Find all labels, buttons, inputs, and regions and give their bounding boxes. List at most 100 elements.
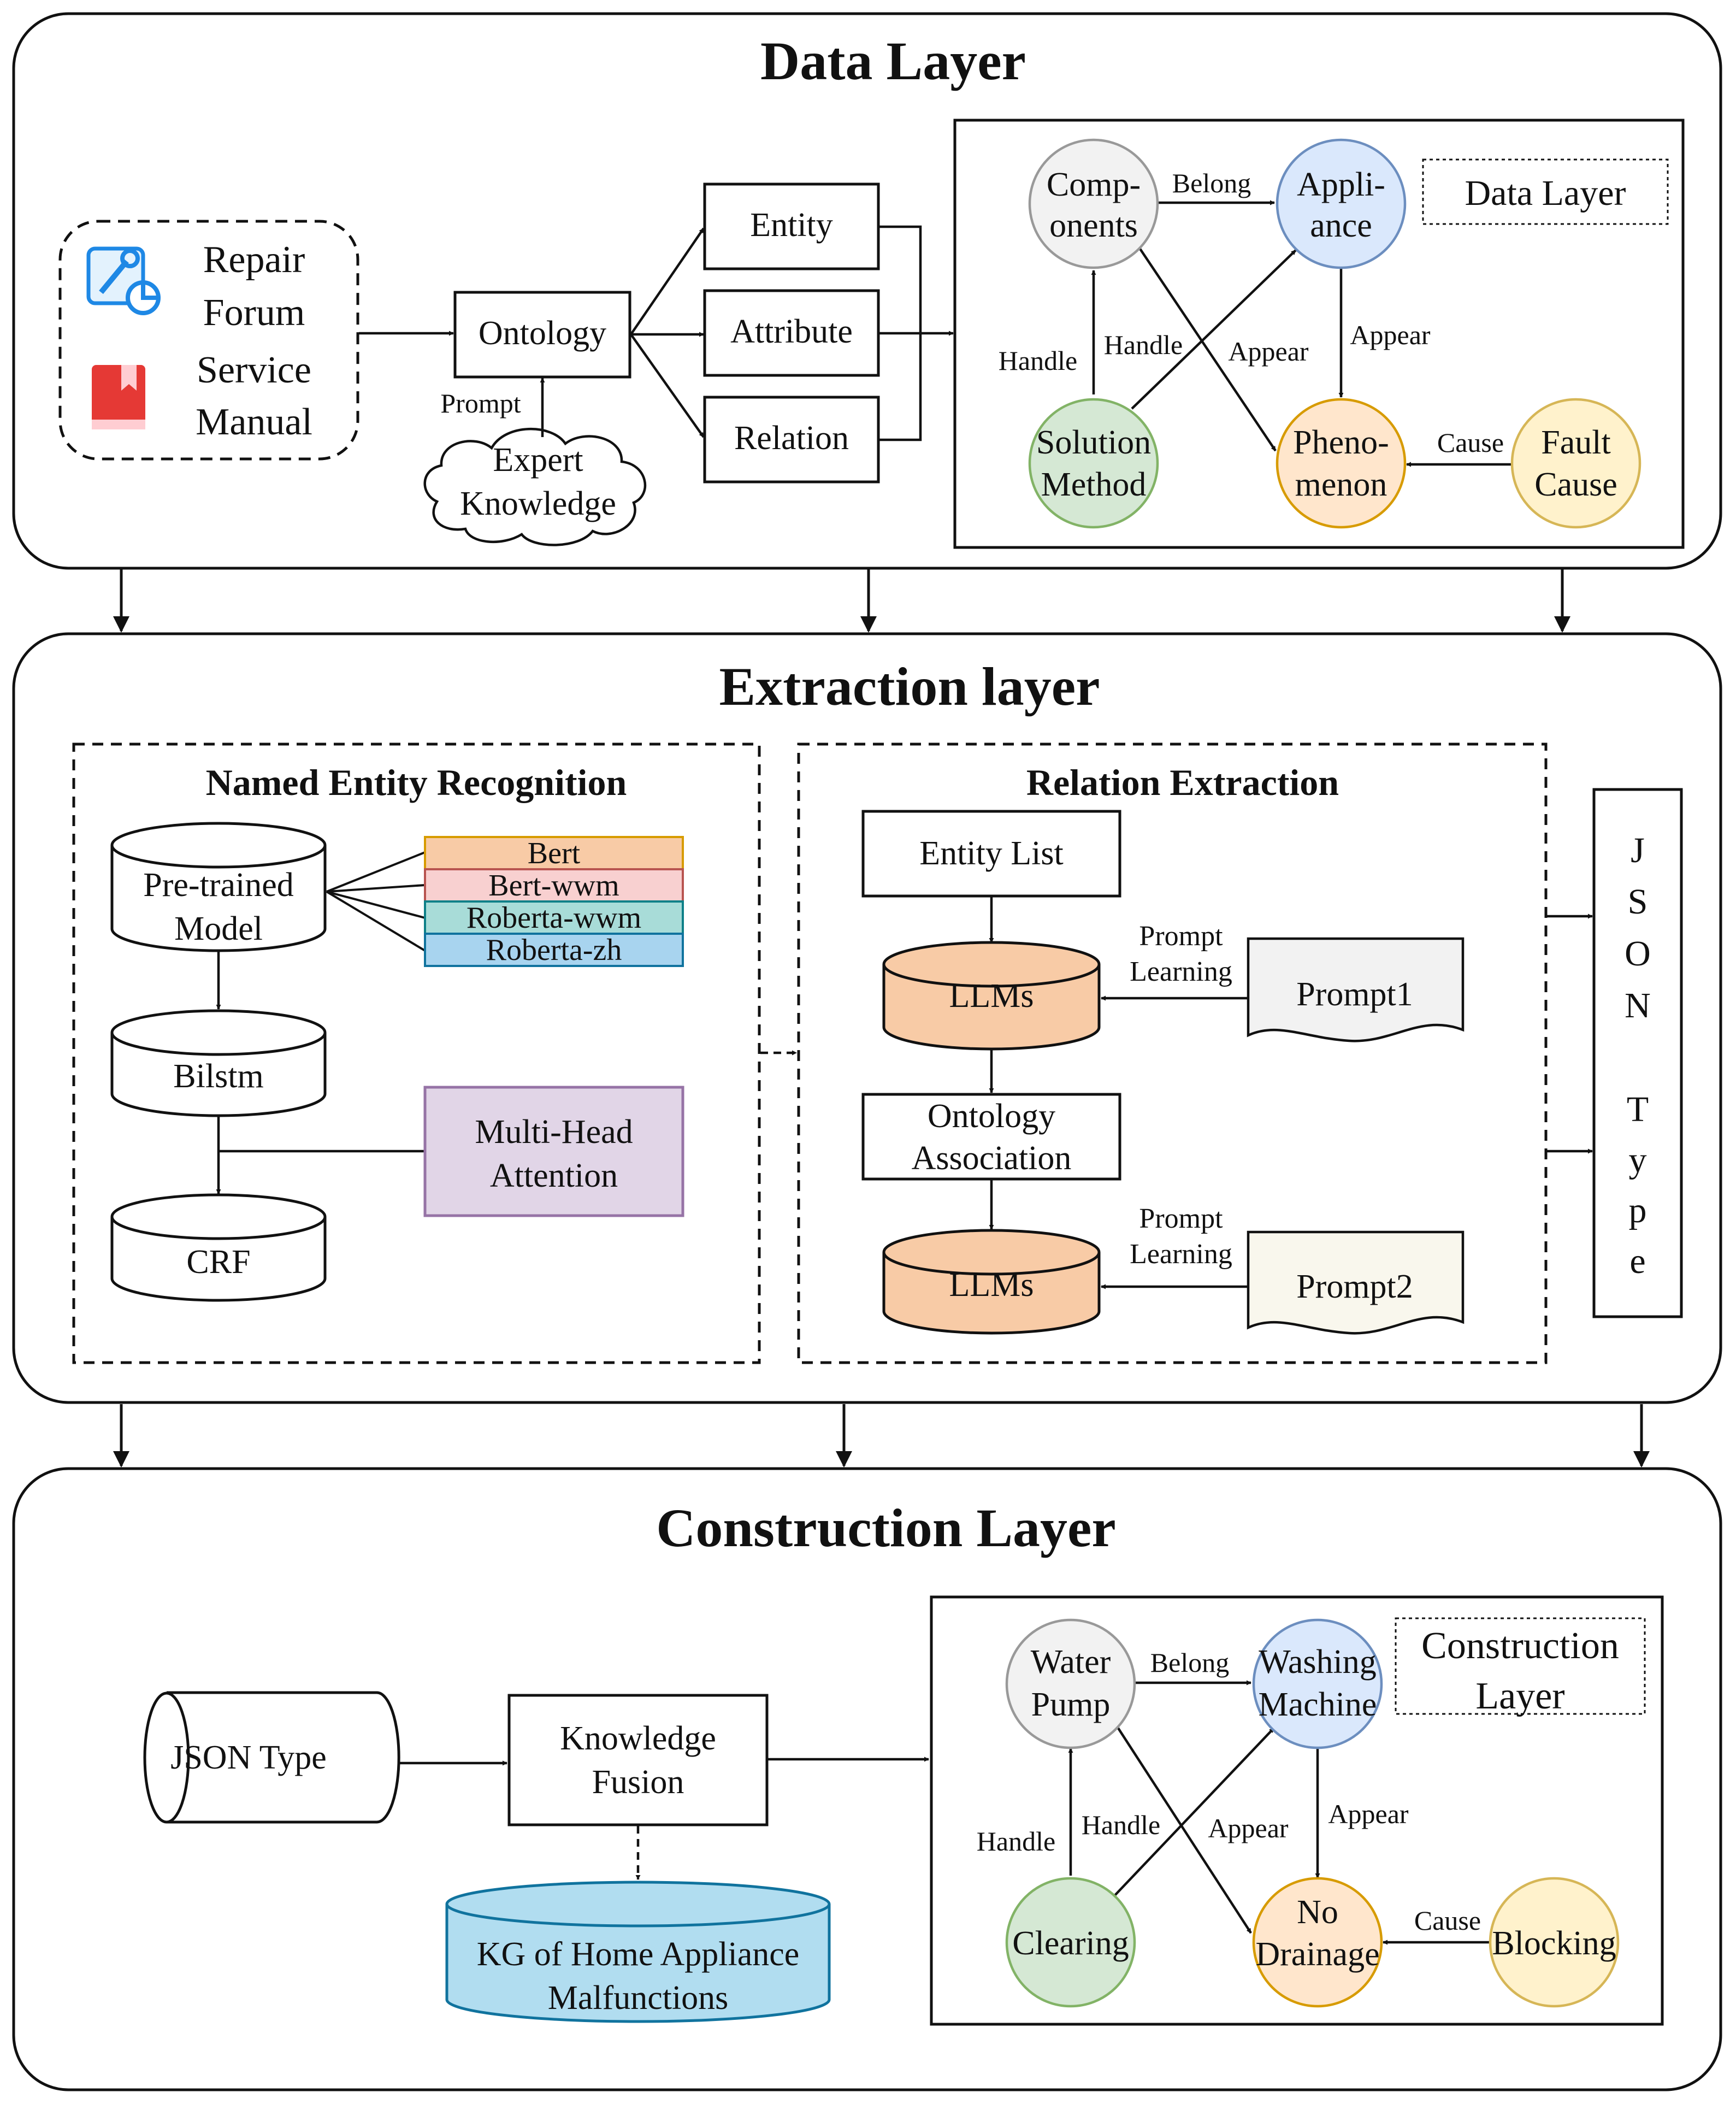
model-roberta-zh: Roberta-zh xyxy=(486,933,622,967)
re-title: Relation Extraction xyxy=(1026,762,1339,803)
json-letter-e: e xyxy=(1629,1241,1645,1281)
llm2-label: LLMs xyxy=(949,1266,1034,1304)
model-link-roberta-wwm xyxy=(326,891,426,919)
pretrained-line1: Pre-trained xyxy=(143,867,293,904)
node-no-drainage-line2: Drainage xyxy=(1255,1936,1379,1973)
json-letter-n: N xyxy=(1625,986,1651,1026)
c-edge-belong-label: Belong xyxy=(1150,1647,1229,1678)
entity-bracket-line xyxy=(879,225,922,332)
relation-label: Relation xyxy=(734,420,849,457)
ontology-association-line1: Ontology xyxy=(928,1098,1055,1135)
prompt-label: Prompt xyxy=(440,388,521,419)
node-no-drainage-line1: No xyxy=(1297,1894,1338,1931)
node-blocking-label: Blocking xyxy=(1492,1925,1616,1962)
node-washing-machine-line1: Washing xyxy=(1259,1643,1376,1681)
node-clearing xyxy=(1005,1877,1136,2008)
model-roberta-wwm-box xyxy=(424,900,684,935)
ner-title: Named Entity Recognition xyxy=(206,762,627,803)
attention-line1: Multi-Head xyxy=(475,1113,633,1151)
attention-box xyxy=(423,1086,684,1217)
node-components xyxy=(1028,138,1159,269)
ontology-association-box xyxy=(861,1093,1121,1181)
model-bert-wwm-box xyxy=(424,868,684,903)
model-link-bert-wwm xyxy=(326,884,426,893)
node-appliance xyxy=(1276,138,1407,269)
ontology-association-line2: Association xyxy=(912,1140,1072,1177)
data-layer-title: Data Layer xyxy=(760,31,1026,91)
c-edge-handle-cross-label: Handle xyxy=(1082,1810,1160,1840)
ontology-to-entity-arrow xyxy=(630,227,705,335)
pretrained-line2: Model xyxy=(174,910,263,947)
ner-box xyxy=(72,742,761,1364)
json-type-box xyxy=(1592,788,1683,1318)
node-washing-machine-line2: Machine xyxy=(1259,1686,1377,1723)
construction-graph-legend-line1: Construction xyxy=(1421,1625,1619,1667)
relation-box xyxy=(703,396,880,484)
expert-knowledge-cloud xyxy=(423,428,647,546)
entity-list-box xyxy=(861,810,1121,898)
c-edge-appear-down-label: Appear xyxy=(1328,1799,1408,1829)
re-box xyxy=(797,742,1548,1364)
edge-cause-label: Cause xyxy=(1437,427,1504,458)
edge-components-appear xyxy=(1135,242,1277,452)
node-no-drainage xyxy=(1252,1877,1383,2008)
edge-belong-label: Belong xyxy=(1172,168,1251,198)
source-forum: Forum xyxy=(203,292,305,334)
json-letter-o: O xyxy=(1625,934,1651,974)
data-graph-legend: Data Layer xyxy=(1465,173,1626,213)
prompt1-document xyxy=(1247,937,1465,1042)
attention-line2: Attention xyxy=(490,1157,618,1194)
llm2-cylinder xyxy=(882,1229,1101,1335)
kg-line2: Malfunctions xyxy=(548,1979,729,2017)
node-components-line2: onents xyxy=(1049,207,1138,244)
node-components-line1: Comp- xyxy=(1047,166,1141,203)
node-water-pump xyxy=(1005,1618,1136,1749)
node-washing-machine xyxy=(1252,1618,1383,1749)
node-clearing-label: Clearing xyxy=(1012,1925,1129,1962)
node-solution-line2: Method xyxy=(1041,466,1147,503)
construction-graph-legend-box xyxy=(1395,1617,1646,1715)
prompt2-label: Prompt2 xyxy=(1296,1268,1413,1305)
prompt-learning-1-line2: Learning xyxy=(1130,956,1232,987)
model-bert: Bert xyxy=(528,836,581,870)
edge-components-appear-label: Appear xyxy=(1228,336,1308,367)
json-letter-y: y xyxy=(1629,1140,1647,1180)
repair-forum-icon xyxy=(86,246,161,315)
json-letter-s: S xyxy=(1628,882,1648,922)
json-letter-j: J xyxy=(1631,830,1645,870)
c-edge-cause-label: Cause xyxy=(1414,1905,1481,1936)
edge-handle-left-label: Handle xyxy=(999,345,1077,376)
prompt-learning-1-line1: Prompt xyxy=(1139,921,1223,952)
json-type-label: JSON Type xyxy=(170,1739,327,1776)
source-repair: Repair xyxy=(203,239,305,281)
construction-graph-legend-line2: Layer xyxy=(1475,1675,1564,1717)
sources-box xyxy=(58,220,359,461)
json-type-vertical-text: J S O N T y p e xyxy=(1625,830,1651,1281)
node-water-pump-line1: Water xyxy=(1031,1643,1111,1681)
extraction-layer: Extraction layer Named Entity Recognitio… xyxy=(12,632,1722,1404)
node-fault-line1: Fault xyxy=(1541,424,1610,461)
node-water-pump-line2: Pump xyxy=(1031,1686,1111,1723)
fusion-line1: Knowledge xyxy=(560,1720,716,1757)
node-solution-method xyxy=(1028,398,1159,529)
c-edge-handle-left-label: Handle xyxy=(977,1826,1055,1857)
json-letter-p: p xyxy=(1629,1191,1647,1230)
prompt-learning-2-line1: Prompt xyxy=(1139,1203,1223,1234)
node-fault-cause xyxy=(1510,398,1641,529)
model-link-roberta-zh xyxy=(326,891,426,952)
llm1-label: LLMs xyxy=(949,977,1034,1015)
fusion-box xyxy=(507,1694,769,1826)
attribute-box xyxy=(703,289,880,377)
source-service: Service xyxy=(197,349,311,391)
kg-cylinder xyxy=(445,1881,831,2023)
construction-layer-title: Construction Layer xyxy=(656,1498,1116,1558)
entity-list-label: Entity List xyxy=(919,835,1064,872)
llm1-cylinder xyxy=(882,941,1101,1051)
expert-knowledge-line2: Knowledge xyxy=(460,485,616,522)
crf-cylinder xyxy=(110,1193,327,1302)
edge-handle-cross-label: Handle xyxy=(1104,329,1183,360)
ontology-box xyxy=(453,291,631,379)
service-manual-icon xyxy=(92,365,145,429)
node-phenomenon-line2: menon xyxy=(1295,466,1387,503)
